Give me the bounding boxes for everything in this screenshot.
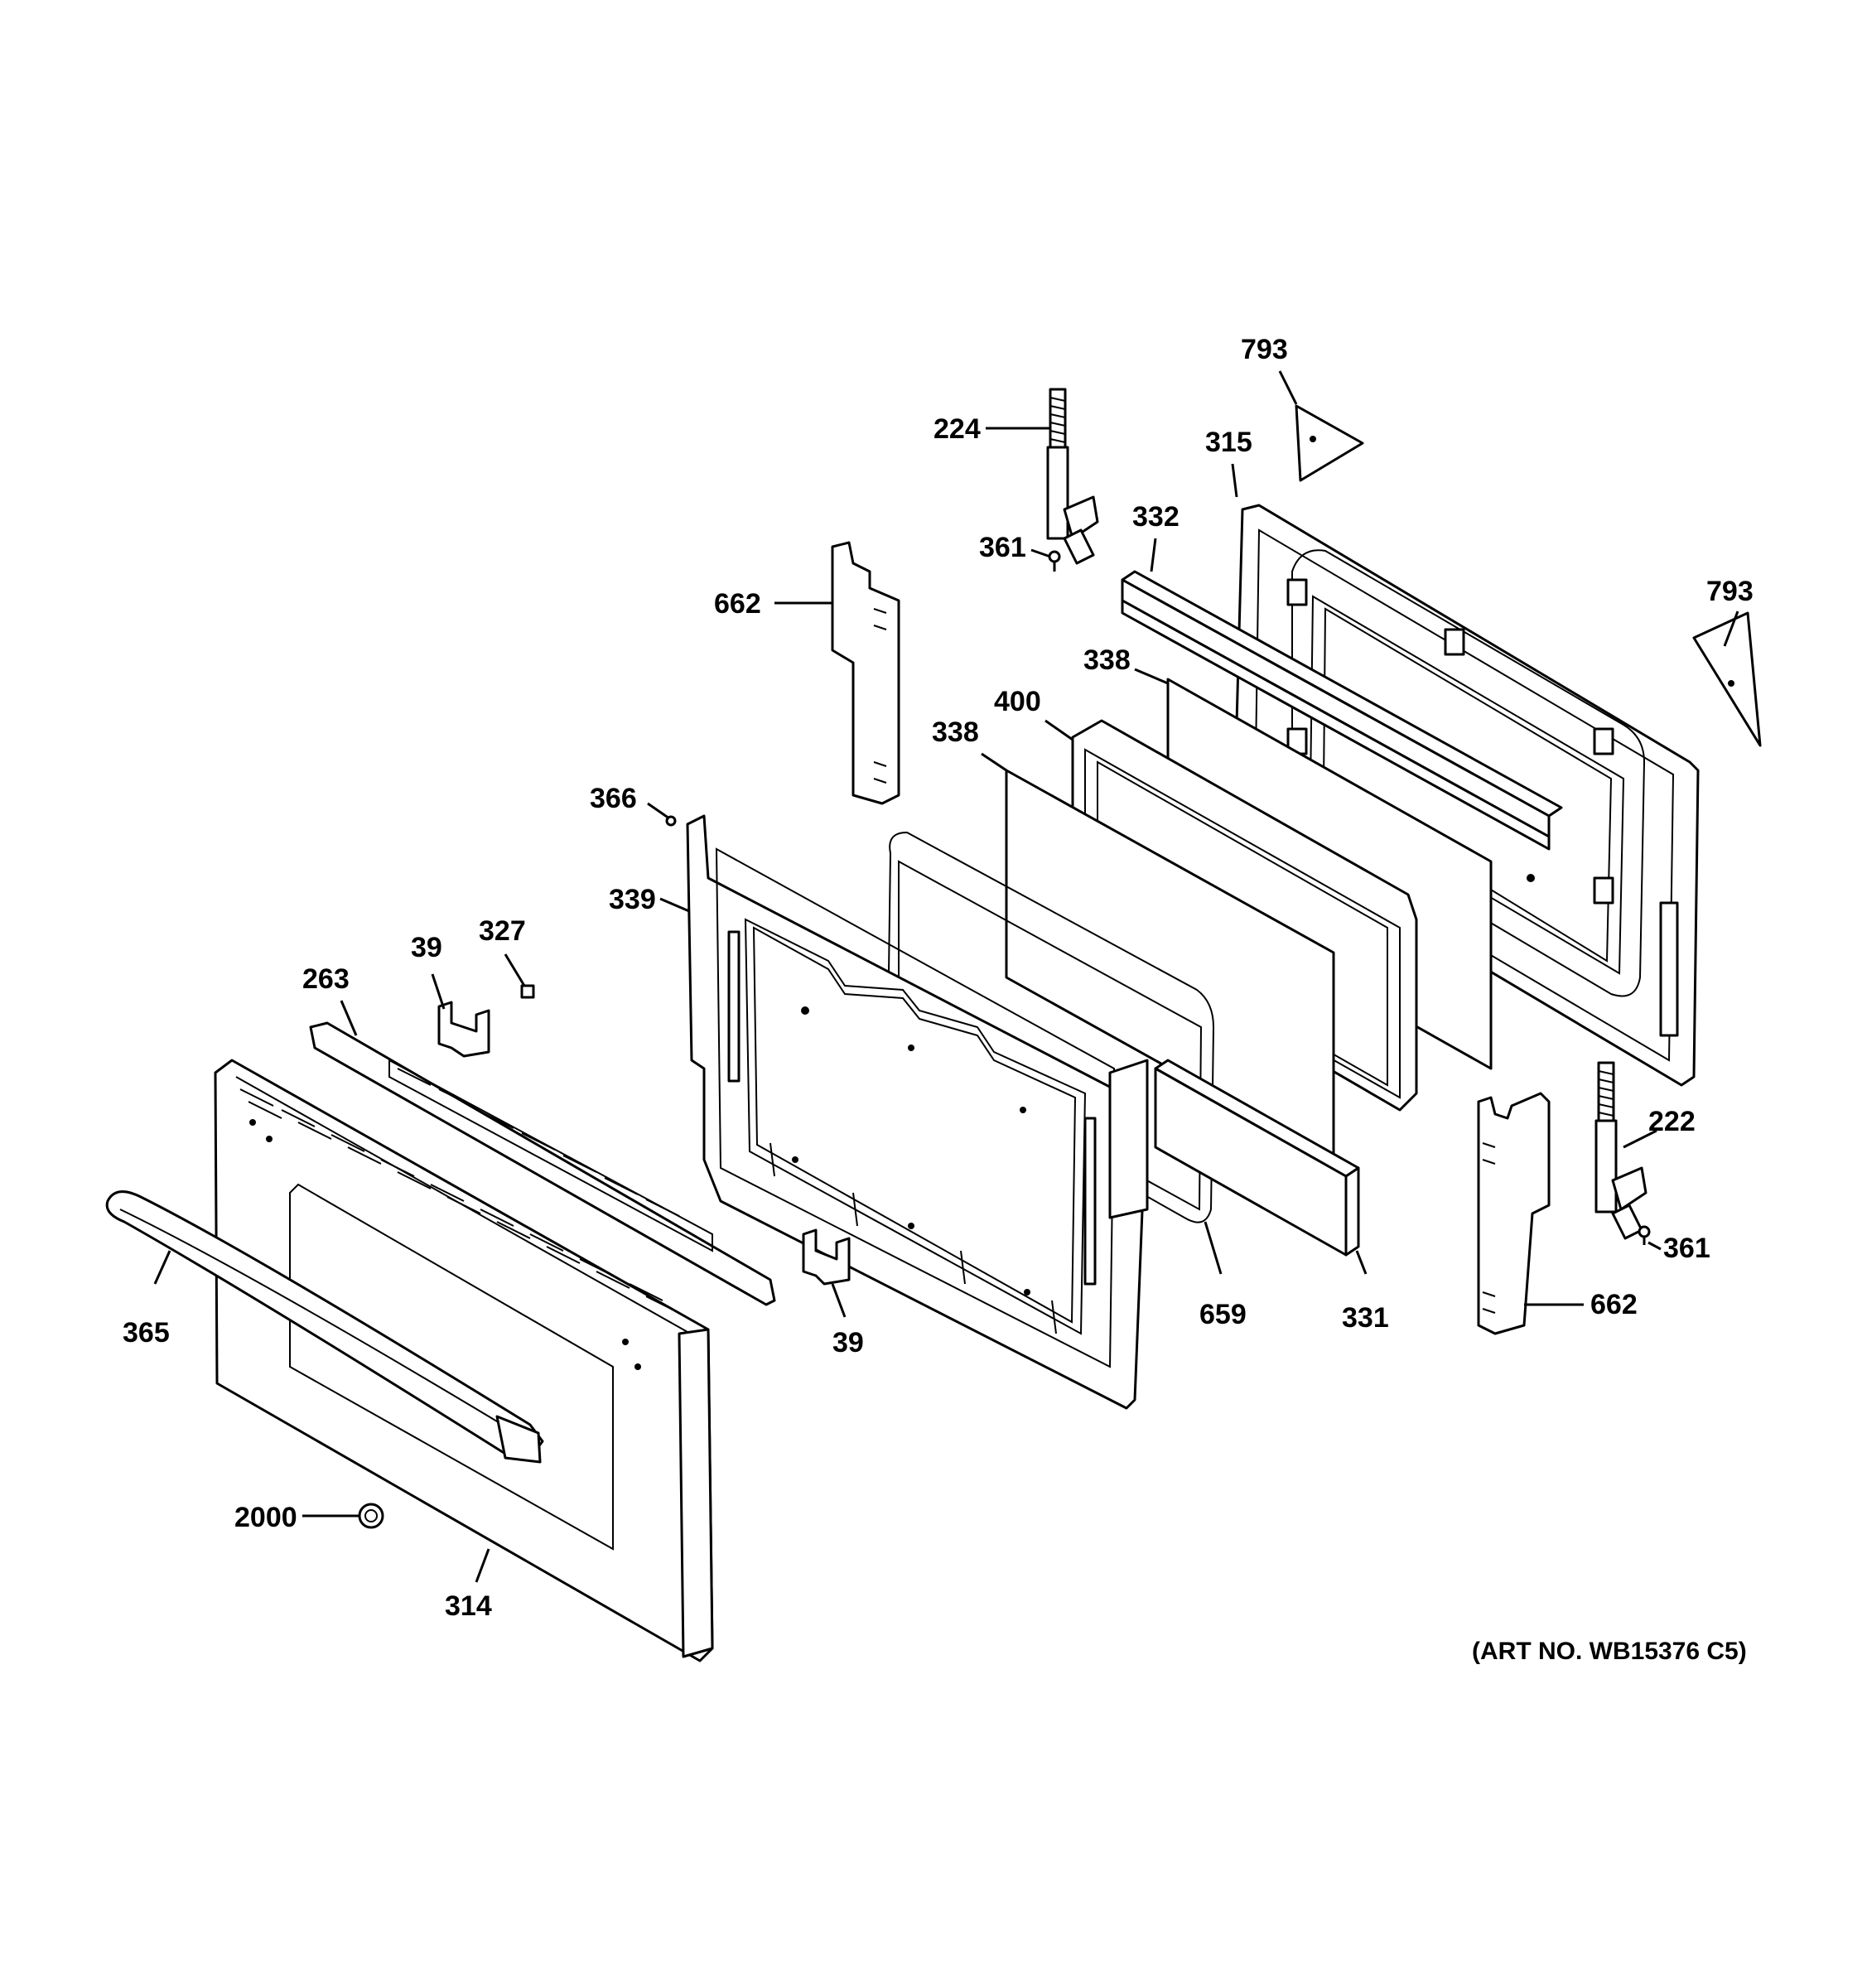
callout-793-right: 793	[1706, 576, 1754, 607]
part-361-screw-bottom	[1638, 1225, 1651, 1245]
part-793-shim-right	[1692, 611, 1762, 747]
callout-222: 222	[1648, 1106, 1696, 1137]
part-662-insulation-bottom	[1477, 1092, 1551, 1335]
callout-39-top: 39	[411, 932, 442, 963]
callout-332: 332	[1132, 501, 1180, 533]
part-662-insulation-top	[831, 541, 900, 805]
part-365-door-handle	[105, 1190, 544, 1464]
callout-338-b: 338	[932, 717, 979, 748]
callout-793-top: 793	[1241, 334, 1288, 365]
callout-263: 263	[302, 963, 350, 995]
part-361-screw-top	[1048, 550, 1061, 572]
callout-659: 659	[1199, 1299, 1247, 1330]
callout-315: 315	[1205, 427, 1252, 458]
part-222-hinge-bottom	[1594, 1061, 1647, 1240]
art-number: (ART NO. WB15376 C5)	[1472, 1638, 1747, 1665]
callout-400: 400	[994, 686, 1041, 717]
callout-662-top: 662	[714, 588, 761, 620]
part-224-hinge-top	[1046, 388, 1099, 565]
part-39-bracket-top	[437, 1001, 490, 1058]
part-263-vent-rail	[309, 1021, 776, 1306]
callout-2000: 2000	[234, 1502, 297, 1533]
callout-365: 365	[123, 1317, 170, 1349]
part-332-top-channel	[1121, 570, 1563, 851]
part-39-bracket-bottom	[802, 1228, 851, 1286]
part-2000-badge	[358, 1503, 384, 1529]
callout-366: 366	[590, 783, 637, 814]
part-314-outer-door	[214, 1059, 714, 1662]
callout-224: 224	[934, 413, 981, 445]
callout-327: 327	[479, 915, 526, 947]
callout-361-top: 361	[979, 532, 1026, 563]
leader-lines	[153, 370, 1739, 1583]
callout-338-a: 338	[1083, 644, 1131, 676]
callout-labels: 793 793 224 315 332 361 662 338 400 338 …	[123, 334, 1754, 1665]
part-327-clip	[520, 984, 535, 999]
callout-662-bottom: 662	[1590, 1289, 1638, 1320]
part-339-door-liner	[686, 814, 1149, 1410]
callout-361-bottom: 361	[1663, 1233, 1710, 1264]
part-331-bottom-channel	[1154, 1059, 1360, 1257]
callout-339: 339	[609, 884, 656, 915]
callout-331: 331	[1342, 1302, 1389, 1334]
callout-39-bottom: 39	[832, 1327, 864, 1358]
callout-314: 314	[445, 1590, 492, 1622]
part-793-shim-top	[1295, 404, 1364, 482]
